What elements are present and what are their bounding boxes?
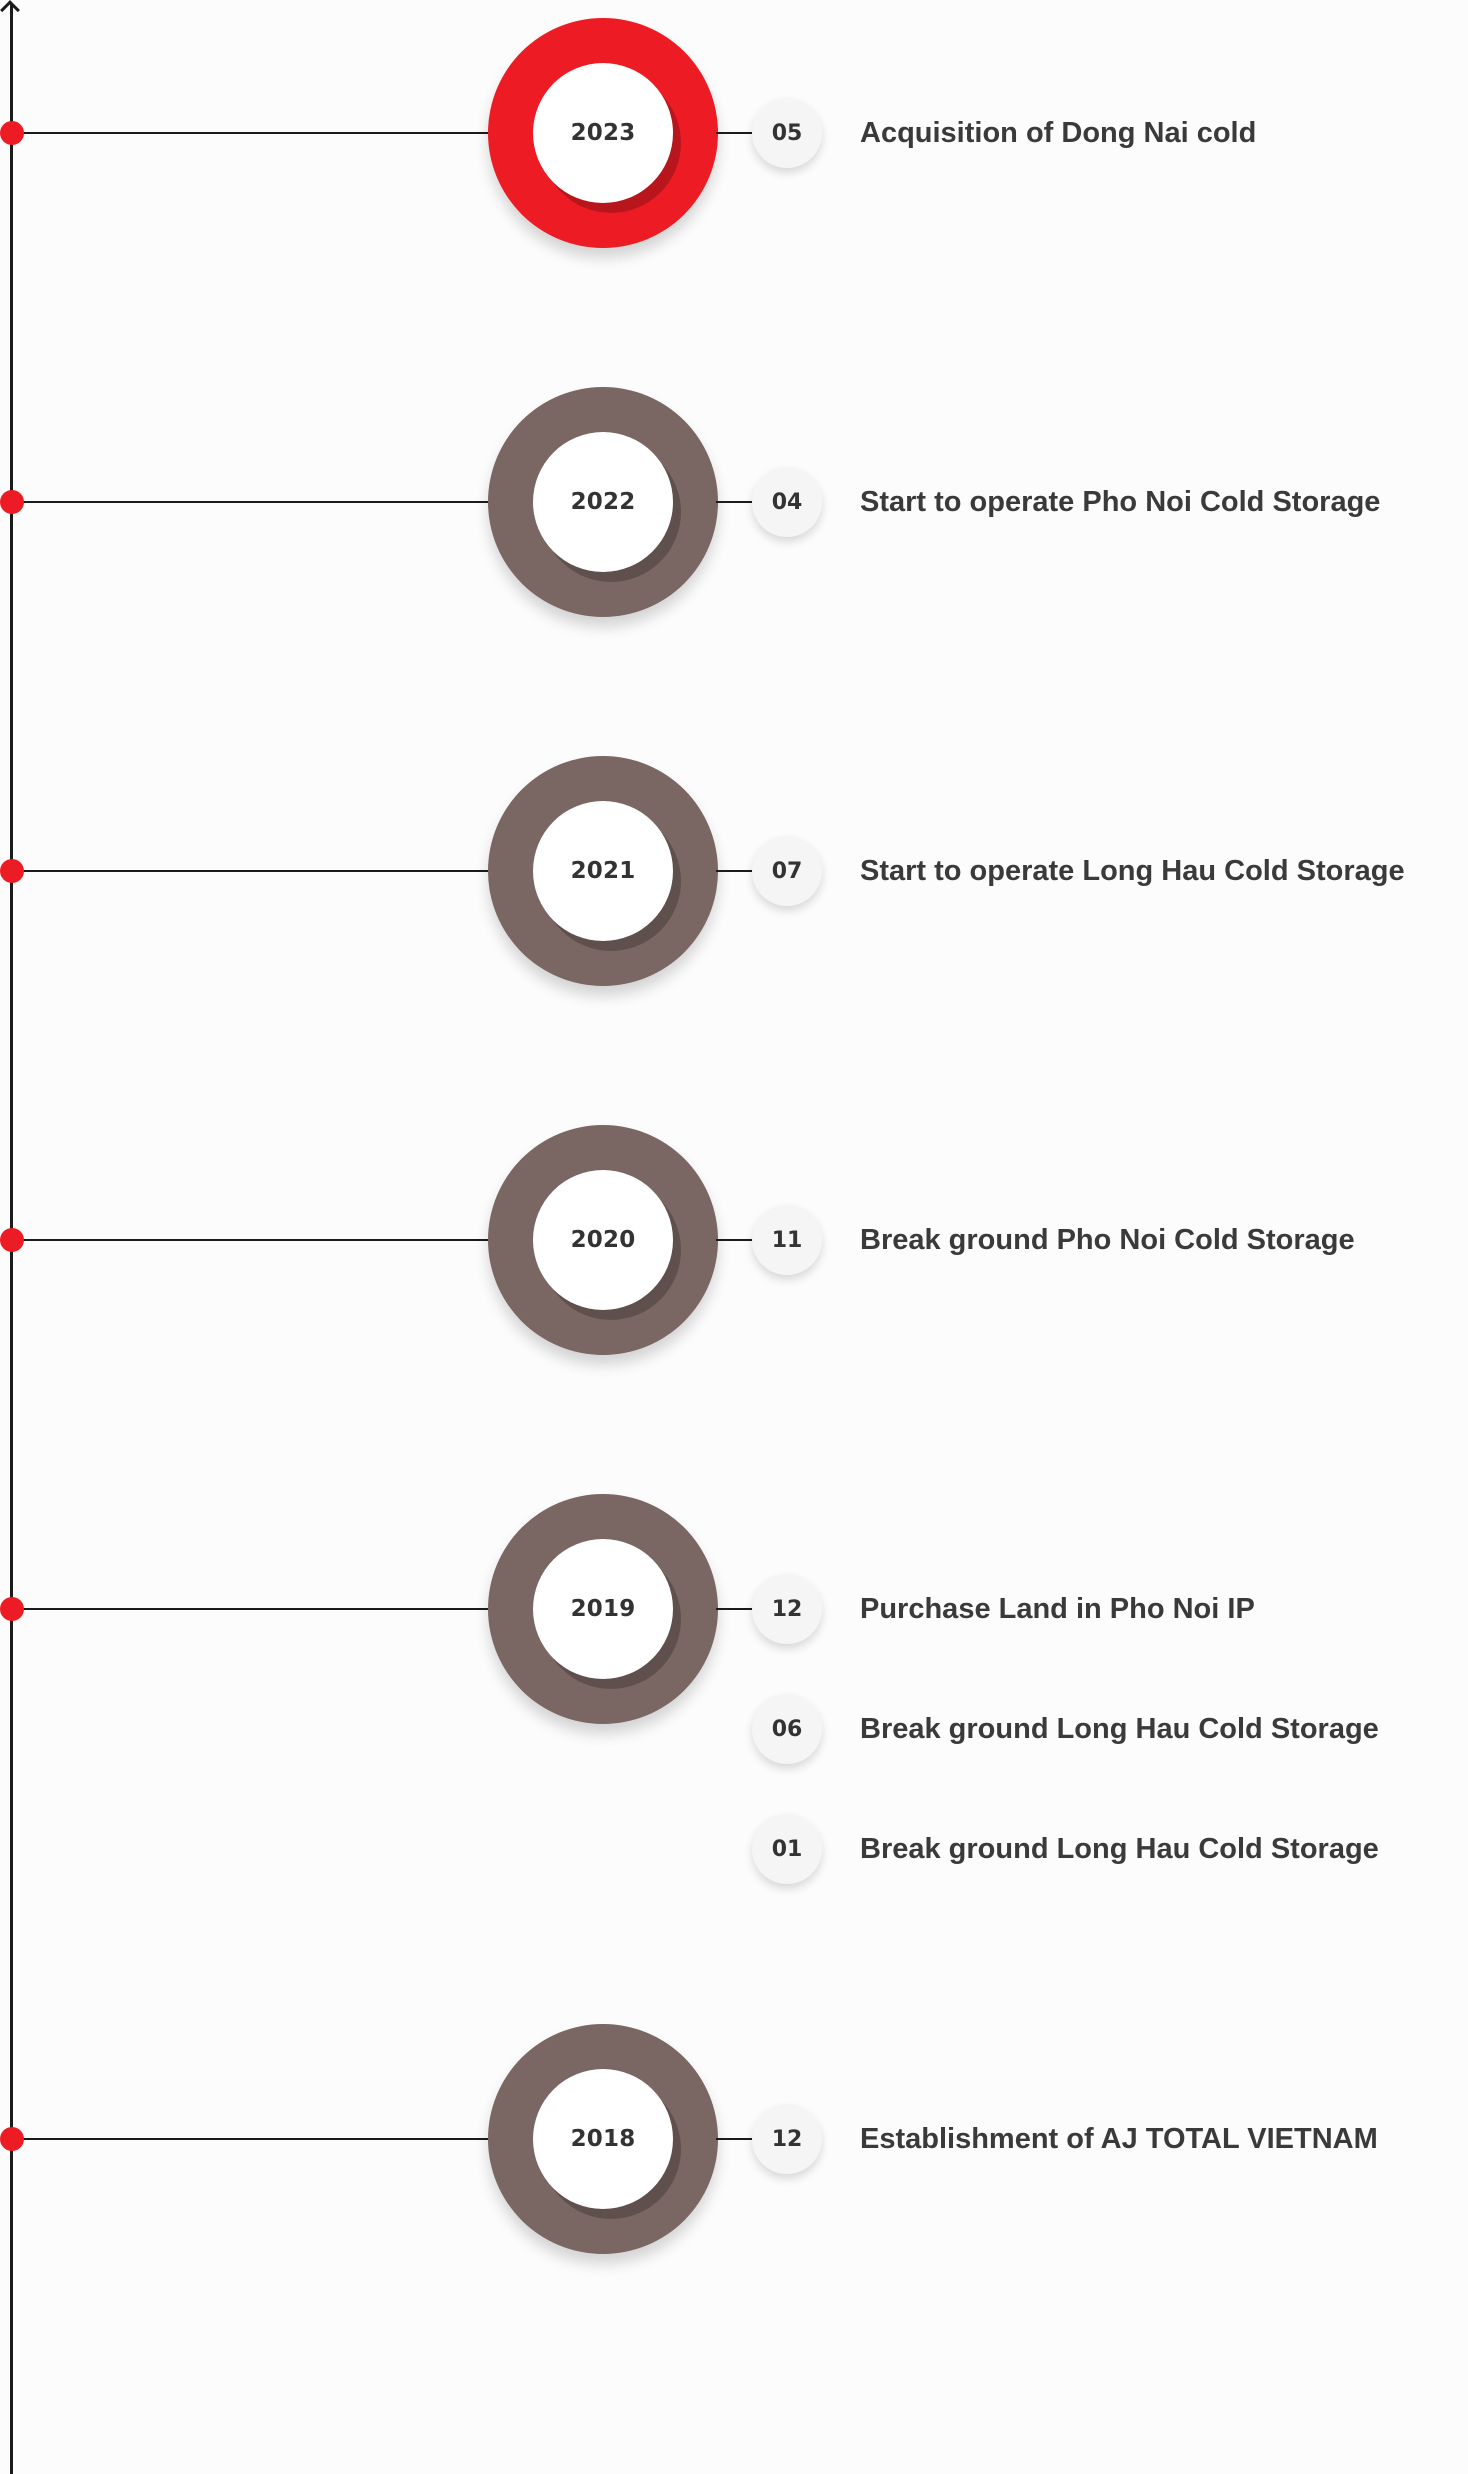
event-title: Purchase Land in Pho Noi IP: [860, 1593, 1255, 1625]
month-label: 12: [771, 2126, 803, 2152]
event-title: Break ground Long Hau Cold Storage: [860, 1713, 1379, 1745]
event-title: Break ground Pho Noi Cold Storage: [860, 1224, 1355, 1256]
timeline-node-dot: [0, 490, 24, 514]
event-link-line: [716, 1239, 754, 1241]
timeline-node-dot: [0, 1228, 24, 1252]
month-label: 06: [771, 1716, 803, 1742]
timeline-node-dot: [0, 1597, 24, 1621]
event-title: Establishment of AJ TOTAL VIETNAM: [860, 2123, 1378, 2155]
month-badge: 12: [752, 1574, 822, 1644]
year-label: 2022: [570, 489, 636, 515]
event-title: Start to operate Pho Noi Cold Storage: [860, 486, 1381, 518]
event-link-line: [716, 501, 754, 503]
milestone-2022: 2022 04 Start to operate Pho Noi Cold St…: [0, 387, 1468, 742]
month-label: 01: [771, 1836, 803, 1862]
year-ring[interactable]: 2018: [488, 2024, 718, 2254]
milestone-connector: [12, 132, 490, 134]
timeline-node-dot: [0, 2127, 24, 2151]
event-title: Acquisition of Dong Nai cold: [860, 117, 1257, 149]
milestone-2018: 2018 12 Establishment of AJ TOTAL VIETNA…: [0, 2024, 1468, 2379]
month-label: 04: [771, 489, 803, 515]
milestone-2020: 2020 11 Break ground Pho Noi Cold Storag…: [0, 1125, 1468, 1480]
event-title: Break ground Long Hau Cold Storage: [860, 1833, 1379, 1865]
milestone-connector: [12, 2138, 490, 2140]
timeline-node-dot: [0, 859, 24, 883]
year-ring[interactable]: 2023: [488, 18, 718, 248]
month-badge: 07: [752, 836, 822, 906]
year-ring[interactable]: 2022: [488, 387, 718, 617]
year-core: 2023: [533, 63, 673, 203]
event-link-line: [716, 2138, 754, 2140]
timeline-node-dot: [0, 121, 24, 145]
milestone-connector: [12, 1239, 490, 1241]
event-link-line: [716, 132, 754, 134]
year-label: 2023: [570, 120, 636, 146]
milestone-connector: [12, 1608, 490, 1610]
year-core: 2018: [533, 2069, 673, 2209]
event-title: Start to operate Long Hau Cold Storage: [860, 855, 1405, 887]
year-label: 2021: [570, 858, 636, 884]
year-core: 2019: [533, 1539, 673, 1679]
milestone-connector: [12, 870, 490, 872]
milestone-2019: 2019 12 Purchase Land in Pho Noi IP 06 B…: [0, 1494, 1468, 2029]
month-badge: 06: [752, 1694, 822, 1764]
year-label: 2019: [570, 1596, 636, 1622]
year-ring[interactable]: 2021: [488, 756, 718, 986]
event-link-line: [716, 1608, 754, 1610]
year-ring[interactable]: 2020: [488, 1125, 718, 1355]
event-link-line: [716, 870, 754, 872]
month-badge: 04: [752, 467, 822, 537]
year-core: 2021: [533, 801, 673, 941]
month-badge: 12: [752, 2104, 822, 2174]
month-label: 07: [771, 858, 803, 884]
year-core: 2022: [533, 432, 673, 572]
month-badge: 11: [752, 1205, 822, 1275]
month-badge: 01: [752, 1814, 822, 1884]
month-label: 11: [771, 1227, 803, 1253]
milestone-2021: 2021 07 Start to operate Long Hau Cold S…: [0, 756, 1468, 1111]
year-ring[interactable]: 2019: [488, 1494, 718, 1724]
month-badge: 05: [752, 98, 822, 168]
month-label: 05: [771, 120, 803, 146]
year-label: 2020: [570, 1227, 636, 1253]
month-label: 12: [771, 1596, 803, 1622]
year-core: 2020: [533, 1170, 673, 1310]
year-label: 2018: [570, 2126, 636, 2152]
milestone-2023: 2023 05 Acquisition of Dong Nai cold: [0, 18, 1468, 373]
milestone-connector: [12, 501, 490, 503]
up-arrow-icon: [0, 0, 20, 20]
